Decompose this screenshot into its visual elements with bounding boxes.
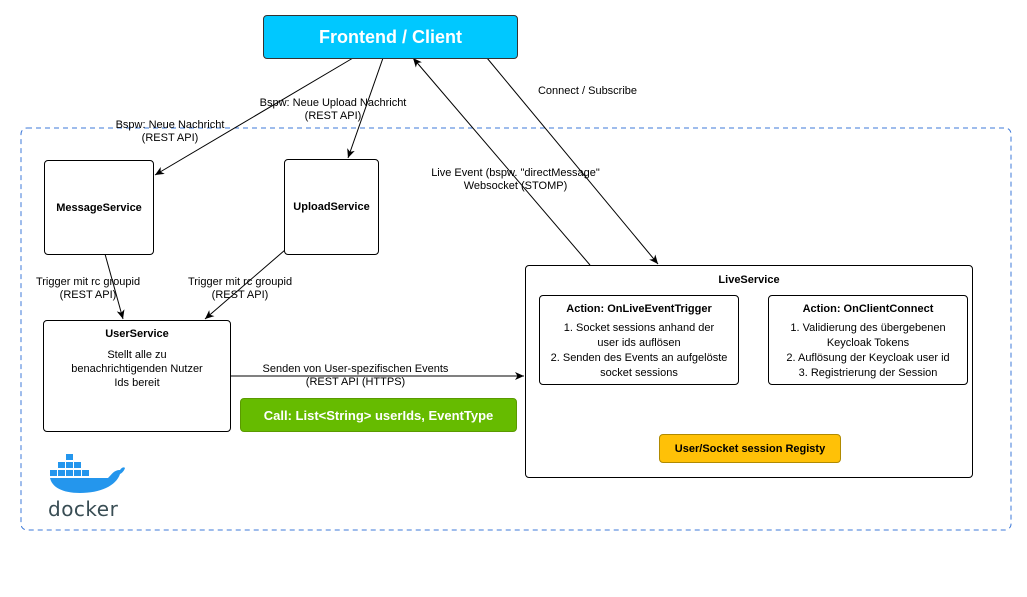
user-service-title: UserService [105,328,169,340]
live-service-title: LiveService [718,274,780,286]
arrow-frontend-to-liveservice [486,57,659,265]
message-service-title: MessageService [56,201,142,214]
call-box[interactable]: Call: List<String> userIds, EventType [240,398,517,432]
docker-whale-icon [50,454,125,493]
action-trigger-steps: 1. Socket sessions anhand der user ids a… [550,322,728,379]
action-onliveeventtrigger[interactable]: Action: OnLiveEventTrigger 1. Socket ses… [539,295,739,385]
upload-service-node[interactable]: UploadService [284,159,379,255]
message-service-node[interactable]: MessageService [44,160,154,255]
label-connect-subscribe: Connect / Subscribe [537,85,638,97]
action-trigger-title: Action: OnLiveEventTrigger [566,303,712,315]
arrow-frontend-to-uploadservice [347,57,384,159]
label-trigger-message: Trigger mit rc groupid (REST API) [35,276,141,301]
arrow-frontend-to-messageservice [154,57,354,176]
call-box-text: Call: List<String> userIds, EventType [263,407,494,423]
docker-boundary [20,127,1012,531]
arrow-messageservice-to-userservice [104,253,125,320]
docker-logo: docker [48,450,128,521]
session-registry-node[interactable]: User/Socket session Registy [659,434,841,463]
user-service-description: Stellt alle zu benachrichtigenden Nutzer… [71,349,203,389]
label-senden-events: Senden von User-spezifischen Events (RES… [262,363,449,388]
label-upload-nachricht: Bspw: Neue Upload Nachricht (REST API) [259,97,407,122]
session-registry-title: User/Socket session Registy [674,442,826,455]
arrow-uploadservice-to-userservice [204,249,286,320]
action-onclientconnect[interactable]: Action: OnClientConnect 1. Validierung d… [768,295,968,385]
label-live-event: Live Event (bspw. "directMessage" Websoc… [431,167,600,192]
user-service-node[interactable]: UserService Stellt alle zu benachrichtig… [43,320,231,432]
arrow-liveservice-to-frontend [412,57,591,266]
frontend-client-node[interactable]: Frontend / Client [263,15,518,59]
upload-service-title: UploadService [293,201,370,213]
action-connect-steps: 1. Validierung des übergebenen Keycloak … [786,322,950,379]
action-connect-title: Action: OnClientConnect [802,303,934,315]
label-trigger-upload: Trigger mit rc groupid (REST API) [187,276,293,301]
docker-wordmark: docker [48,497,119,521]
label-neue-nachricht: Bspw: Neue Nachricht (REST API) [115,119,225,144]
frontend-client-title: Frontend / Client [319,26,462,47]
